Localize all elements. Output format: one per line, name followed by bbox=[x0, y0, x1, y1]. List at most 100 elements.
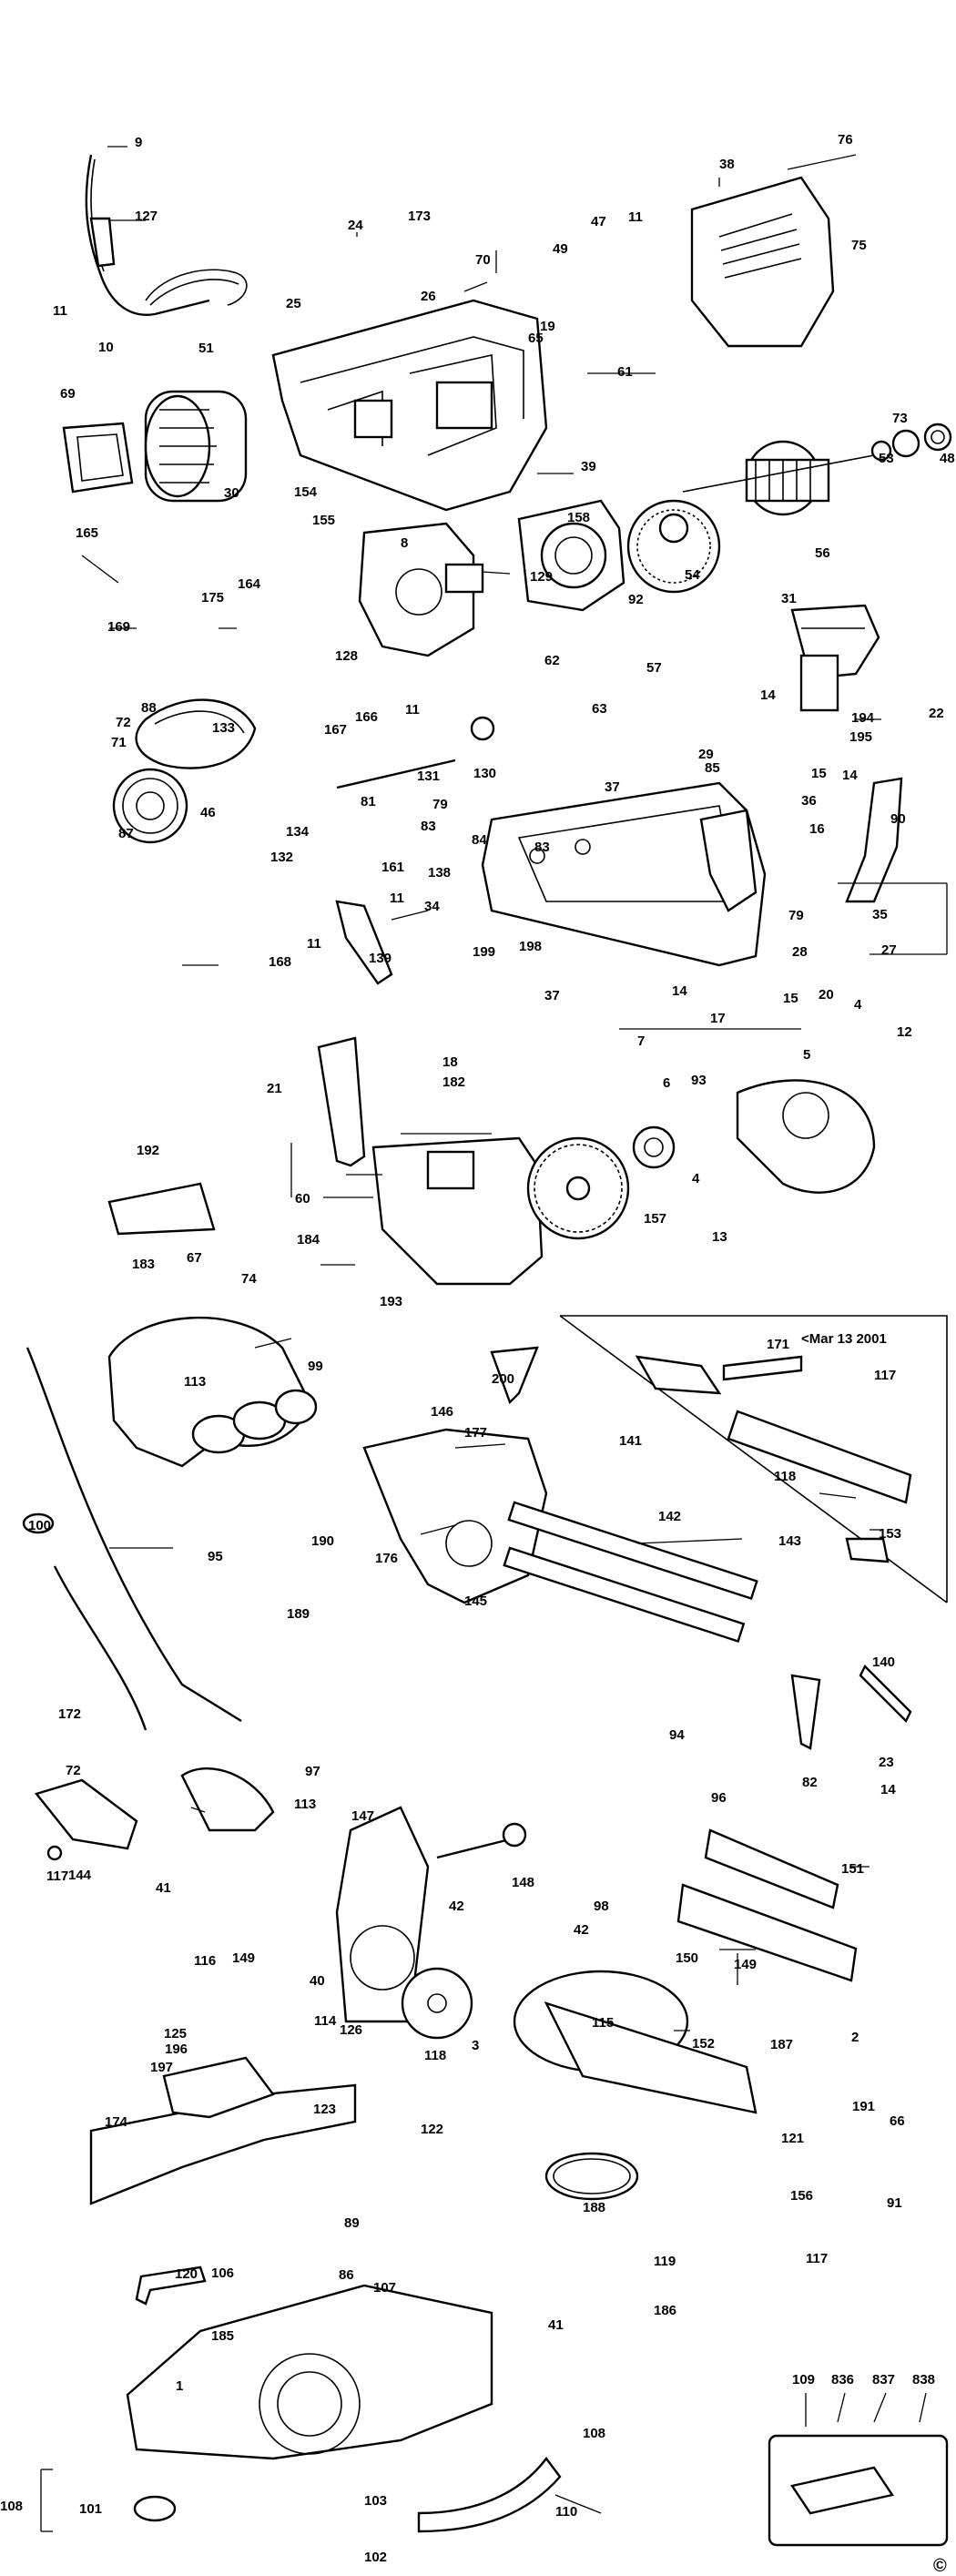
part-number-label: 837 bbox=[872, 2372, 895, 2388]
part-number-label: 82 bbox=[802, 1775, 818, 1790]
part-number-label: 84 bbox=[472, 832, 487, 848]
hex-key bbox=[135, 2265, 207, 2306]
cable-wires bbox=[145, 269, 248, 306]
handle-grip bbox=[845, 777, 903, 903]
part-number-label: 1 bbox=[176, 2378, 183, 2394]
part-number-label: 109 bbox=[792, 2372, 815, 2388]
power-cable bbox=[85, 154, 210, 316]
part-number-label: 12 bbox=[897, 1024, 912, 1040]
part-number-label: 115 bbox=[592, 2015, 614, 2031]
motor-stator bbox=[144, 390, 248, 503]
rail-cap-strip bbox=[722, 1355, 803, 1381]
part-number-label: 125 bbox=[164, 2026, 187, 2041]
trigger-lever bbox=[335, 900, 393, 985]
upper-guard bbox=[371, 1136, 544, 1286]
part-number-label: 15 bbox=[811, 766, 827, 781]
part-number-label: 4 bbox=[692, 1171, 700, 1186]
part-number-label: 90 bbox=[890, 811, 906, 827]
part-number-label: 191 bbox=[852, 2099, 875, 2114]
part-number-label: 11 bbox=[405, 702, 420, 718]
part-number-label: 42 bbox=[449, 1899, 464, 1914]
dust-spout bbox=[180, 1767, 275, 1832]
part-number-label: 14 bbox=[880, 1782, 896, 1797]
part-number-label: 11 bbox=[628, 209, 643, 225]
part-number-label: 108 bbox=[0, 2499, 23, 2514]
part-number-label: 152 bbox=[692, 2036, 715, 2052]
part-number-label: 17 bbox=[710, 1011, 726, 1026]
blade-flange bbox=[632, 1125, 676, 1169]
part-number-label: 117 bbox=[874, 1368, 896, 1383]
part-number-label: 18 bbox=[442, 1054, 458, 1070]
copyright-symbol: © bbox=[933, 2556, 947, 2576]
part-number-label: 185 bbox=[211, 2328, 234, 2344]
part-number-label: 183 bbox=[132, 1257, 155, 1272]
part-number-label: 48 bbox=[940, 451, 955, 466]
base-assembly bbox=[126, 2284, 493, 2460]
part-number-label: 190 bbox=[311, 1533, 334, 1549]
part-number-label: 10 bbox=[98, 340, 114, 355]
part-number-label: 36 bbox=[801, 793, 817, 809]
part-number-label: 69 bbox=[60, 386, 76, 402]
part-number-label: 168 bbox=[269, 954, 291, 970]
part-number-label: 26 bbox=[421, 289, 436, 304]
pivot-shaft bbox=[436, 1822, 527, 1859]
o-ring bbox=[544, 2152, 639, 2201]
part-number-label: 126 bbox=[340, 2022, 362, 2038]
part-number-label: 96 bbox=[711, 1790, 727, 1806]
part-number-label: 189 bbox=[287, 1606, 310, 1622]
part-number-label: 98 bbox=[594, 1899, 609, 1914]
part-number-label: 146 bbox=[431, 1404, 453, 1420]
part-number-label: 67 bbox=[187, 1250, 202, 1266]
part-number-label: 117 bbox=[46, 1868, 68, 1884]
bracket-66 bbox=[162, 2056, 275, 2119]
hose-cap bbox=[22, 1512, 55, 1534]
part-number-label: 177 bbox=[464, 1425, 487, 1441]
part-number-label: 132 bbox=[270, 850, 293, 865]
part-number-label: 7 bbox=[637, 1033, 645, 1049]
dust-hood bbox=[107, 1316, 318, 1468]
part-number-label: 38 bbox=[719, 157, 735, 172]
part-number-label: 188 bbox=[583, 2200, 605, 2215]
part-number-label: 49 bbox=[553, 241, 568, 257]
part-number-label: 116 bbox=[194, 1953, 216, 1969]
part-number-label: 72 bbox=[66, 1763, 81, 1778]
gear-plate bbox=[517, 499, 625, 612]
part-number-label: 83 bbox=[421, 819, 436, 834]
part-number-label: 81 bbox=[361, 794, 376, 809]
part-number-label: 57 bbox=[646, 660, 662, 676]
part-number-label: 94 bbox=[669, 1727, 685, 1743]
part-number-label: 130 bbox=[473, 766, 496, 781]
part-number-label: 24 bbox=[348, 218, 363, 233]
part-number-label: 838 bbox=[912, 2372, 935, 2388]
part-number-label: 9 bbox=[135, 135, 142, 150]
part-number-label: 11 bbox=[390, 891, 404, 906]
part-number-label: 114 bbox=[314, 2013, 337, 2029]
part-number-label: 35 bbox=[872, 907, 888, 922]
part-number-label: 20 bbox=[819, 987, 834, 1003]
main-housing bbox=[481, 781, 767, 967]
part-number-label: 46 bbox=[200, 805, 216, 820]
part-number-label: 53 bbox=[879, 451, 894, 466]
part-number-label: 62 bbox=[544, 653, 560, 668]
part-number-label: 40 bbox=[310, 1973, 325, 1989]
part-number-label: 27 bbox=[881, 942, 897, 958]
part-number-label: 34 bbox=[424, 899, 440, 914]
part-number-label: 5 bbox=[803, 1047, 810, 1063]
part-number-label: 133 bbox=[212, 720, 235, 736]
shaft bbox=[336, 716, 495, 789]
gearbox bbox=[358, 522, 484, 657]
large-gear bbox=[626, 499, 721, 594]
part-number-label: 41 bbox=[548, 2317, 564, 2333]
part-number-label: 118 bbox=[774, 1469, 796, 1484]
part-number-label: 23 bbox=[879, 1755, 894, 1770]
part-number-label: 97 bbox=[305, 1764, 320, 1779]
arm-carriage bbox=[362, 1428, 758, 1643]
part-number-label: 2 bbox=[851, 2030, 859, 2045]
part-number-label: 129 bbox=[530, 569, 553, 585]
part-number-label: 22 bbox=[929, 706, 944, 721]
part-number-label: 147 bbox=[351, 1808, 374, 1824]
part-number-label: 83 bbox=[534, 840, 550, 855]
leader-lines bbox=[40, 146, 948, 2532]
part-number-label: 186 bbox=[654, 2303, 676, 2318]
part-number-label: 79 bbox=[788, 908, 804, 923]
